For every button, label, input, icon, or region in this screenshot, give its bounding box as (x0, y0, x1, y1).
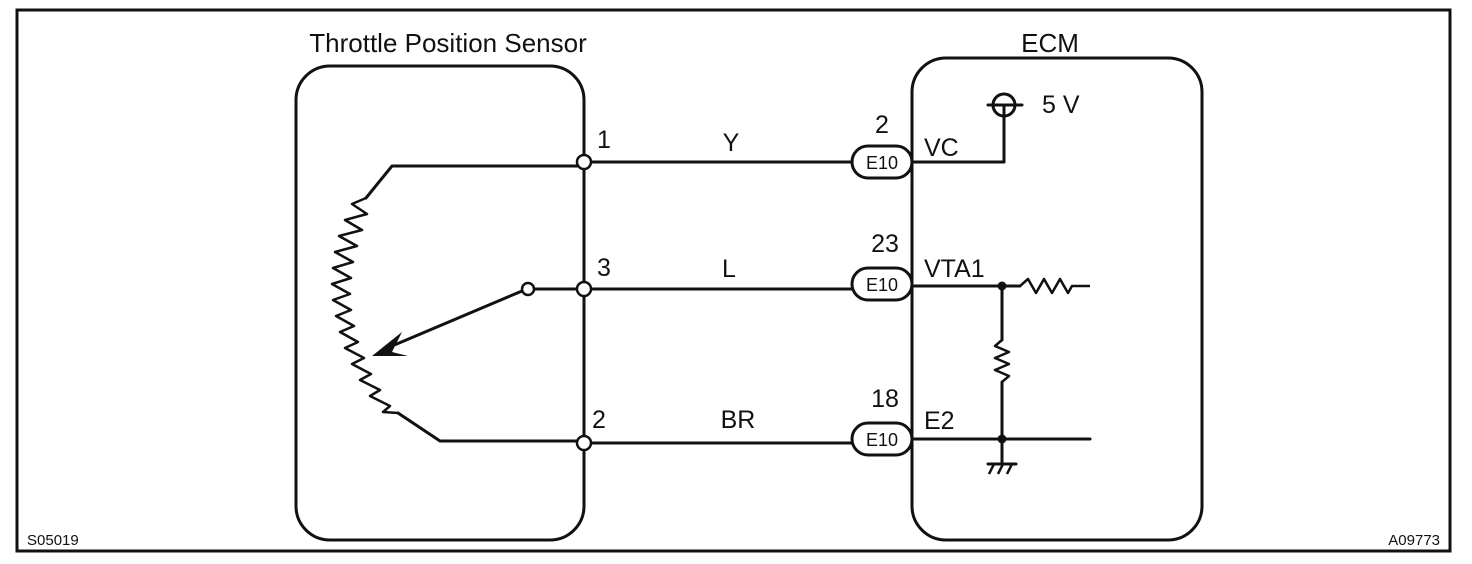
ecm-pin-number-e2: 18 (871, 385, 899, 413)
wiper-pivot (520, 281, 536, 297)
wiper-arrowhead (372, 332, 408, 356)
potentiometer-top-lead (364, 164, 580, 200)
sensor-pin-label-2: 2 (592, 406, 606, 434)
figure-code-right: A09773 (1388, 532, 1440, 549)
potentiometer-resistor (330, 196, 399, 415)
sensor-pin-3 (575, 280, 593, 298)
pullup-resistor (1019, 277, 1090, 295)
ecm-box (910, 56, 1204, 542)
diagram-frame (15, 8, 1452, 553)
ecm-title: ECM (1021, 28, 1079, 58)
ecm-terminal-vc: VC (924, 134, 959, 162)
supply-symbol (991, 92, 1017, 118)
wiper-arm (390, 289, 524, 348)
junction-vta1 (997, 281, 1007, 291)
potentiometer-bottom-lead (396, 411, 580, 443)
wire-color-y: Y (723, 129, 740, 157)
ecm-terminal-e2: E2 (924, 407, 955, 435)
sensor-pin-1 (575, 153, 593, 171)
ecm-terminal-vta1: VTA1 (924, 255, 985, 283)
ecm-pin-number-vc: 2 (875, 111, 889, 139)
connector-label-e2: E10 (866, 430, 898, 450)
sensor-title: Throttle Position Sensor (309, 28, 587, 58)
wire-color-br: BR (721, 406, 756, 434)
vc-supply-line (910, 103, 1006, 164)
ground-icon (986, 462, 1018, 475)
sensor-pin-label-1: 1 (597, 126, 611, 154)
supply-voltage-label: 5 V (1042, 91, 1080, 119)
figure-code-left: S05019 (27, 532, 79, 549)
ecm-pin-number-vta1: 23 (871, 230, 899, 258)
connector-e10-vta1 (850, 266, 914, 302)
connector-label-vc: E10 (866, 153, 898, 173)
connector-label-vta1: E10 (866, 275, 898, 295)
wire-color-l: L (722, 255, 736, 283)
pulldown-resistor (993, 339, 1011, 383)
sensor-pin-2 (575, 434, 593, 452)
sensor-pin-label-3: 3 (597, 254, 611, 282)
